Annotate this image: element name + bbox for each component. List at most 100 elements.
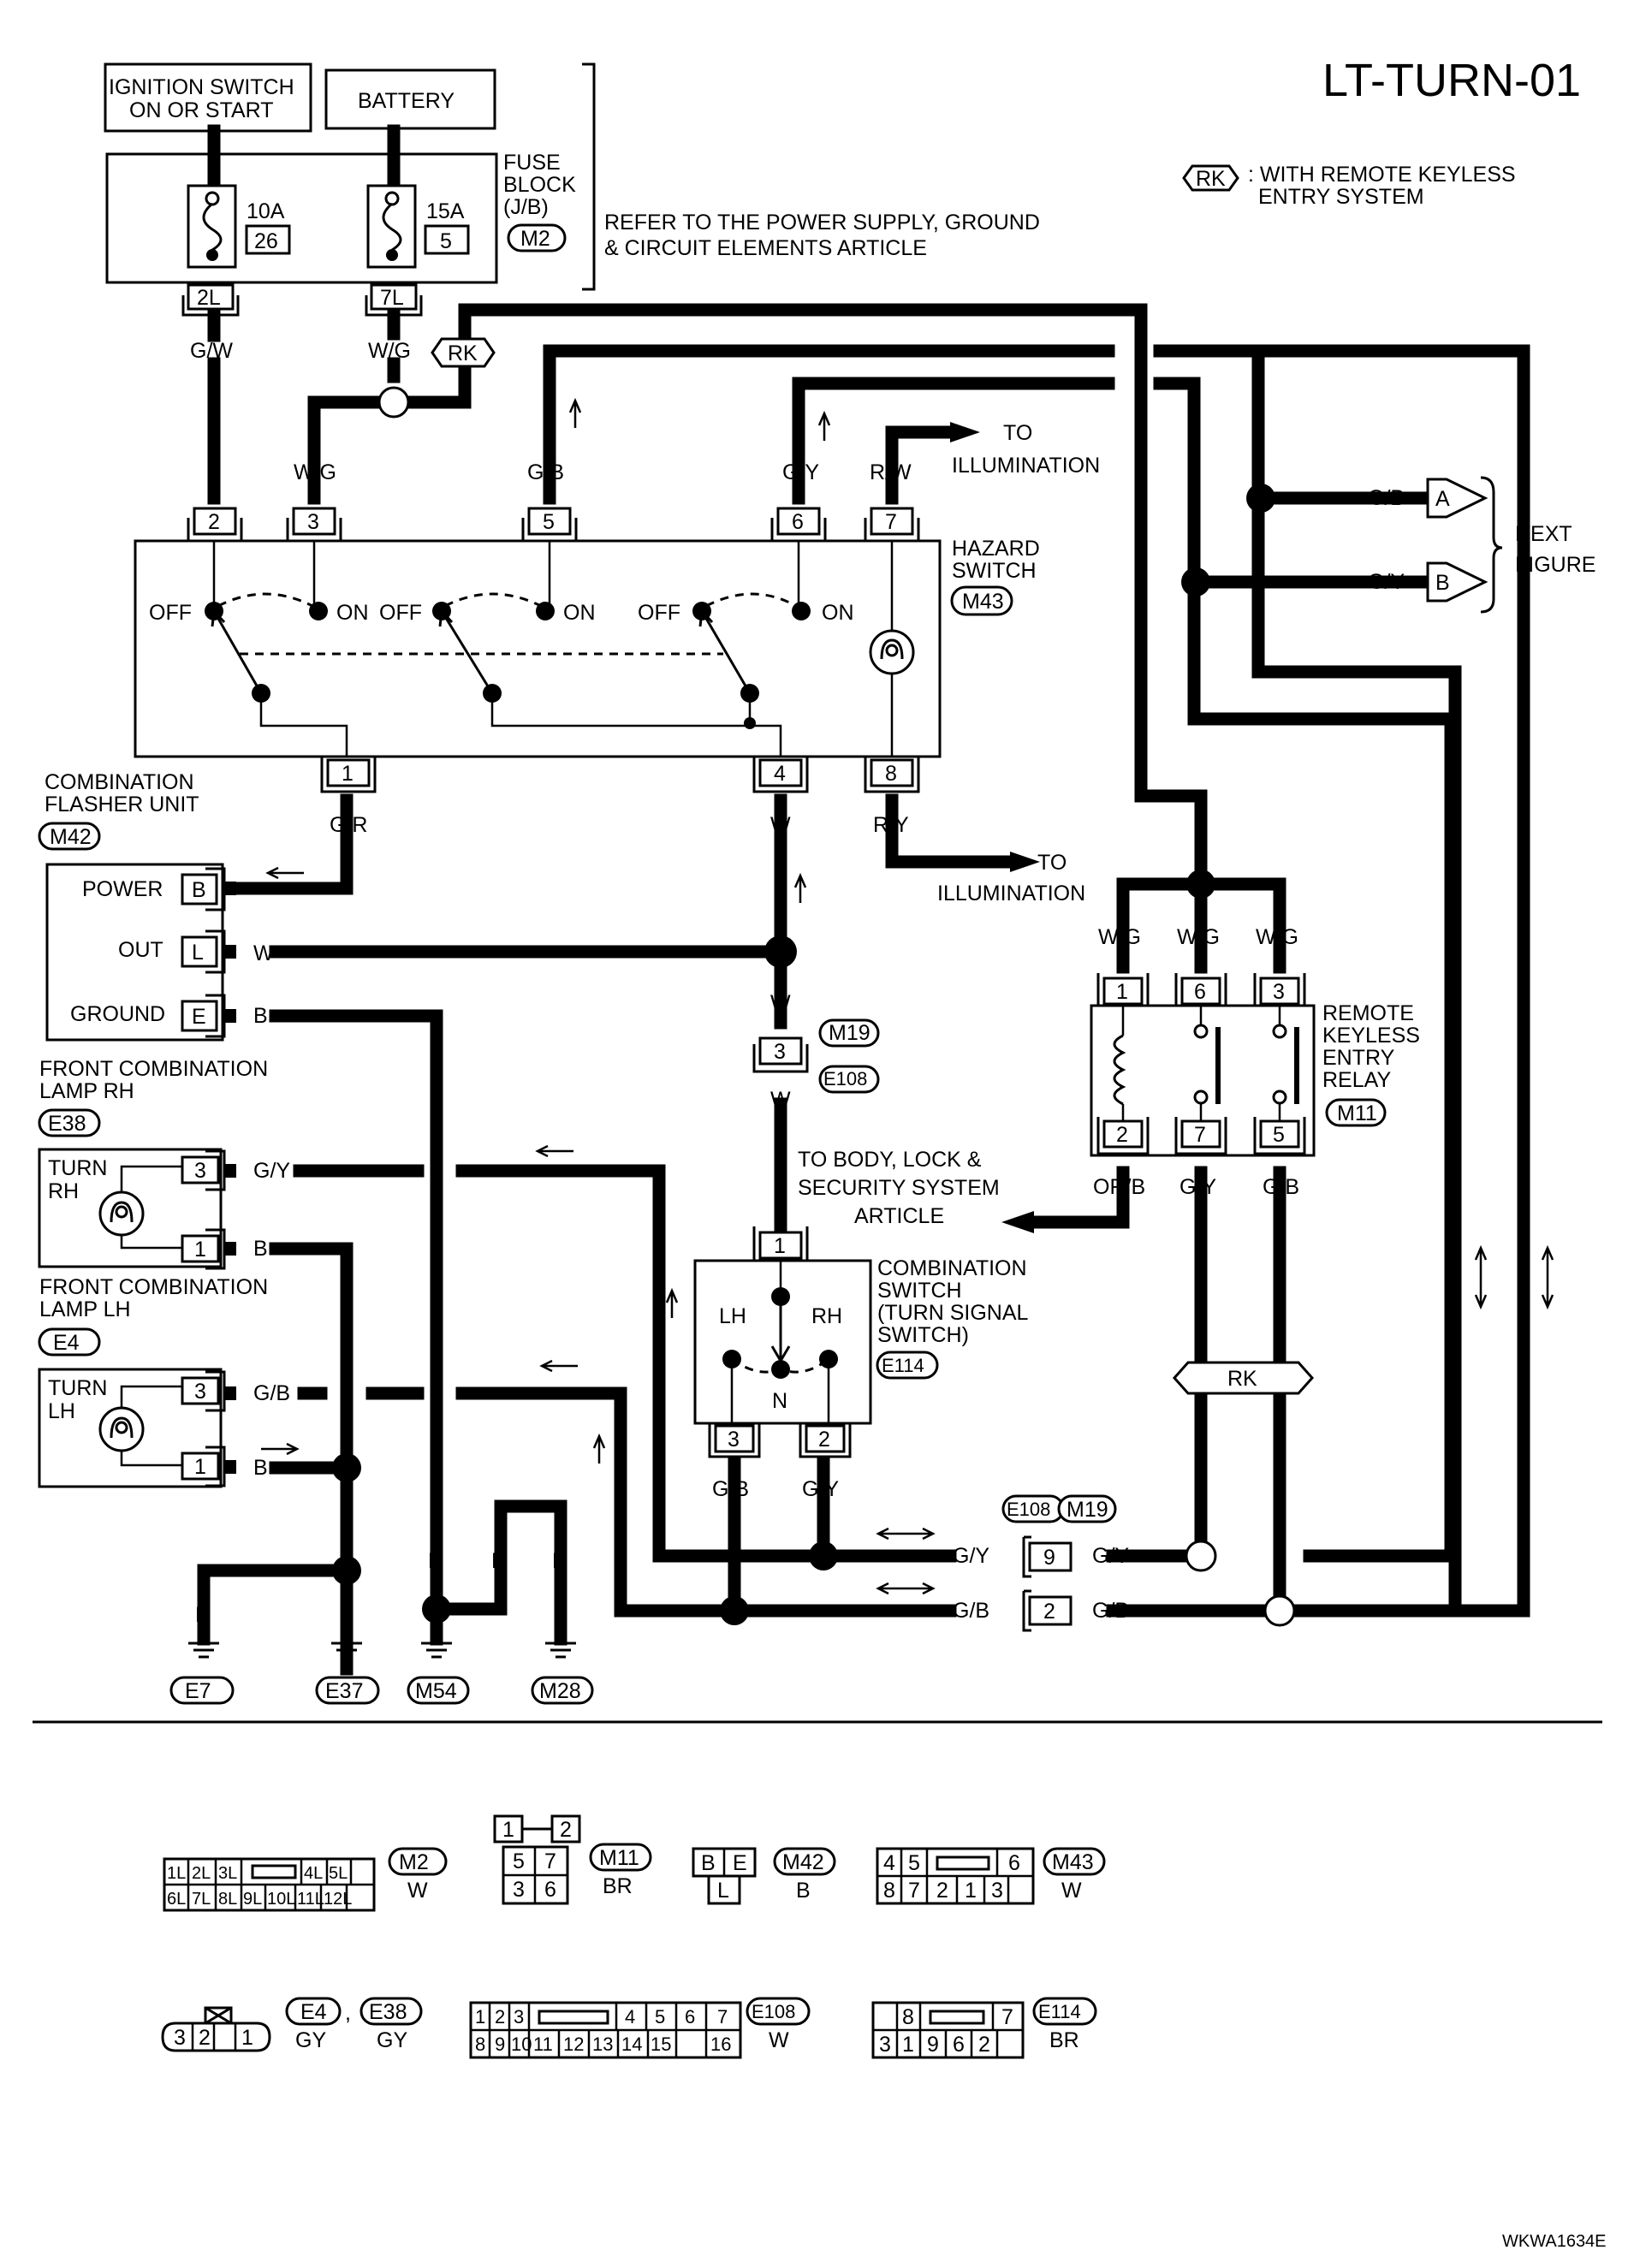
wire-gb-a: G/B bbox=[1368, 486, 1405, 510]
inline-conn-2: M19 bbox=[1067, 1498, 1108, 1522]
hazard-name-2: SWITCH bbox=[952, 559, 1037, 583]
ground-e7-label: E7 bbox=[185, 1679, 211, 1703]
e38-color: GY bbox=[377, 2028, 407, 2052]
wire-b-e37: B bbox=[339, 1603, 354, 1627]
next-b: B bbox=[1435, 571, 1450, 595]
ground-m28: M28 bbox=[531, 1642, 594, 1705]
illum-to-1: TO bbox=[1003, 421, 1032, 445]
e108-12: 12 bbox=[563, 2033, 584, 2055]
m43-6: 6 bbox=[1008, 1851, 1020, 1875]
relay-pin-7: 7 bbox=[1194, 1123, 1206, 1147]
e108-9: 9 bbox=[495, 2033, 505, 2055]
e108-16: 16 bbox=[710, 2033, 731, 2055]
lamp-rh-inner-1: TURN bbox=[48, 1156, 107, 1180]
m2-11l: 11L bbox=[297, 1890, 324, 1909]
battery-label: BATTERY bbox=[358, 89, 455, 113]
m43-3: 3 bbox=[991, 1879, 1003, 1903]
relay-name-4: RELAY bbox=[1322, 1068, 1391, 1092]
wire-b-m28a: B bbox=[491, 1549, 506, 1573]
legend-tag: RK bbox=[1196, 167, 1226, 191]
fuse2-amp: 15A bbox=[426, 199, 465, 223]
hazard-off-3: OFF bbox=[638, 601, 680, 625]
e114-color: BR bbox=[1049, 2028, 1079, 2052]
wire-gy-sw2: G/Y bbox=[802, 1477, 839, 1501]
wire-b-e7: B bbox=[195, 1603, 210, 1627]
inline-pin-2: 2 bbox=[1043, 1600, 1055, 1624]
comb-pin-1: 1 bbox=[774, 1234, 786, 1258]
flasher-ground: GROUND bbox=[70, 1002, 165, 1026]
flasher-out: OUT bbox=[118, 938, 163, 962]
lamp-lh-pin-1: 1 bbox=[194, 1455, 206, 1479]
m42-b: B bbox=[701, 1851, 716, 1875]
m43-2: 2 bbox=[936, 1879, 948, 1903]
lamp-rh-pin-3: 3 bbox=[194, 1159, 206, 1183]
m43-7: 7 bbox=[908, 1879, 920, 1903]
m42-e: E bbox=[733, 1851, 747, 1875]
bottom-inline-connectors: E108 M19 9 2 bbox=[1001, 1494, 1117, 1632]
wire-gb-r5: G/B bbox=[1263, 1175, 1299, 1199]
m11-6: 6 bbox=[544, 1878, 556, 1902]
flasher-name-1: COMBINATION bbox=[45, 770, 194, 794]
next-a: A bbox=[1435, 487, 1450, 511]
connector-view-m43: 4 5 6 8 7 2 1 3 M43 W bbox=[876, 1847, 1106, 1905]
body-lock-1: TO BODY, LOCK & bbox=[798, 1148, 982, 1172]
relay-pin-2: 2 bbox=[1116, 1123, 1128, 1147]
wire-gw: G/W bbox=[190, 339, 233, 363]
rk-tag-relay: RK bbox=[1172, 1361, 1315, 1395]
connector-view-m42: B E L M42 B bbox=[692, 1847, 836, 1905]
m2-8l: 8L bbox=[218, 1890, 237, 1909]
m2-name: M2 bbox=[399, 1850, 429, 1874]
e114-3: 3 bbox=[879, 2033, 891, 2057]
lamp-rh-name-1: FRONT COMBINATION bbox=[39, 1057, 268, 1081]
comb-name-2: SWITCH bbox=[877, 1279, 962, 1303]
hazard-name-1: HAZARD bbox=[952, 537, 1040, 561]
connector-view-m2: 1L 2L 3L 4L 5L 6L 7L 8L 9L 10L 11L 12L M… bbox=[163, 1847, 448, 1912]
relay-pin-3: 3 bbox=[1273, 980, 1285, 1004]
ignition-label-1: IGNITION SWITCH bbox=[109, 75, 294, 99]
grounds: E7 E37 M54 M28 bbox=[169, 1642, 594, 1705]
e108-15: 15 bbox=[651, 2033, 671, 2055]
next-figure: A B NEXT FIGURE bbox=[1426, 476, 1595, 614]
ground-e37-label: E37 bbox=[325, 1679, 363, 1703]
illumination-refs: TO ILLUMINATION TO ILLUMINATION bbox=[937, 421, 1100, 905]
m43-1: 1 bbox=[965, 1879, 977, 1903]
wire-rw: R/W bbox=[870, 460, 912, 484]
hazard-pin-2: 2 bbox=[208, 510, 220, 534]
relay-pin-5: 5 bbox=[1273, 1123, 1285, 1147]
hazard-off-2: OFF bbox=[379, 601, 422, 625]
lamp-rh-inner-2: RH bbox=[48, 1179, 79, 1203]
m11-2: 2 bbox=[560, 1818, 572, 1842]
next-figure-2: FIGURE bbox=[1515, 553, 1595, 577]
wire-w-out: W bbox=[253, 941, 274, 965]
e108-10: 10 bbox=[511, 2033, 532, 2055]
e108-8: 8 bbox=[475, 2033, 485, 2055]
e114-9: 9 bbox=[927, 2033, 939, 2057]
connector-view-m11: 1 2 5 7 3 6 M11 BR bbox=[493, 1814, 652, 1905]
wire-ry: R/Y bbox=[873, 813, 909, 837]
fuse-block-label-3: (J/B) bbox=[503, 195, 549, 219]
m2-5l: 5L bbox=[329, 1864, 348, 1883]
comb-n: N bbox=[772, 1389, 787, 1413]
hazard-pin-4: 4 bbox=[774, 762, 786, 786]
m42-l: L bbox=[717, 1879, 729, 1903]
comb-lh: LH bbox=[719, 1304, 746, 1328]
body-lock-2: SECURITY SYSTEM bbox=[798, 1176, 1000, 1200]
wire-wg-2: W/G bbox=[294, 460, 336, 484]
joint-connector: 3 M19 E108 bbox=[752, 1018, 880, 1094]
e4-name: E4 bbox=[300, 2000, 327, 2024]
lamp-rh-name-2: LAMP RH bbox=[39, 1079, 134, 1103]
comb-rh: RH bbox=[811, 1304, 842, 1328]
e108-11: 11 bbox=[533, 2033, 553, 2055]
wire-w-3: W bbox=[770, 1088, 791, 1112]
fuse-block-label-1: FUSE bbox=[503, 151, 561, 175]
comb-conn: E114 bbox=[882, 1355, 924, 1376]
m2-10l: 10L bbox=[267, 1890, 295, 1909]
fuse-block-label-2: BLOCK bbox=[503, 173, 576, 197]
wire-gy-9l: G/Y bbox=[953, 1544, 989, 1568]
wires bbox=[197, 303, 1530, 1676]
m11-color: BR bbox=[603, 1874, 633, 1898]
e108-4: 4 bbox=[625, 2006, 635, 2028]
lamp-rh-pin-1: 1 bbox=[194, 1238, 206, 1262]
e4-pin-2: 2 bbox=[199, 2026, 211, 2050]
e114-7: 7 bbox=[1001, 2005, 1013, 2029]
